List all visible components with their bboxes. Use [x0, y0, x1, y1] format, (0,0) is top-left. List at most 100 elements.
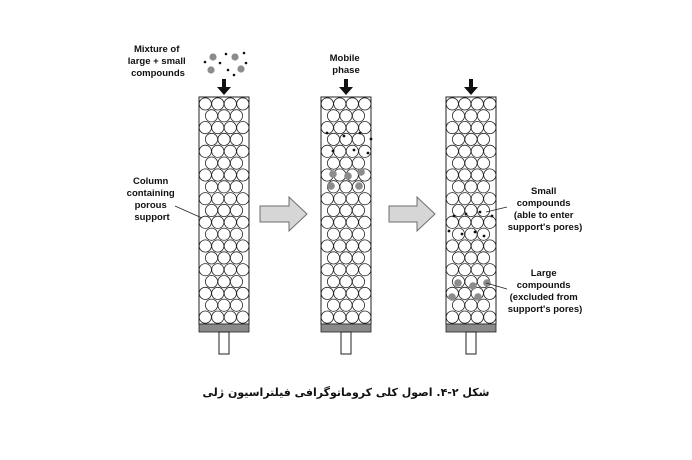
bead — [358, 215, 372, 229]
bead — [236, 144, 250, 158]
bead — [223, 144, 237, 158]
bead — [320, 215, 334, 229]
bead — [326, 227, 340, 241]
bead — [445, 215, 459, 229]
bead — [217, 203, 231, 217]
bead — [358, 263, 372, 277]
bead — [204, 203, 218, 217]
gel-filtration-diagram: Mixture of large + small compounds Mobil… — [127, 44, 582, 355]
bead — [464, 180, 478, 194]
figure-caption: شکل ۲-۴. اصول کلی کروماتوگرافی فیلتراسیو… — [202, 386, 490, 399]
bead — [339, 203, 353, 217]
bead — [470, 192, 484, 206]
bead — [204, 132, 218, 146]
bead — [345, 239, 359, 253]
large-compound — [355, 182, 363, 190]
bead — [339, 180, 353, 194]
bead — [320, 310, 334, 324]
right-arrow-icon — [388, 195, 436, 233]
bead — [458, 144, 472, 158]
bead — [204, 227, 218, 241]
bead — [339, 298, 353, 312]
down-arrow-icon — [217, 79, 231, 95]
bead — [223, 192, 237, 206]
bead — [483, 144, 497, 158]
large-compound — [474, 293, 482, 301]
large-compound — [329, 170, 337, 178]
bead — [458, 97, 472, 111]
column-outlet — [218, 331, 230, 355]
bead — [451, 251, 465, 265]
small-compound — [452, 214, 456, 218]
bead — [339, 275, 353, 289]
bead — [326, 203, 340, 217]
bead — [320, 239, 334, 253]
large-compound — [469, 282, 477, 290]
bead — [223, 168, 237, 182]
bead — [211, 263, 225, 277]
bead — [236, 97, 250, 111]
bead — [204, 180, 218, 194]
bead — [217, 132, 231, 146]
bead — [333, 286, 347, 300]
bead — [217, 251, 231, 265]
bead — [204, 156, 218, 170]
bead — [333, 310, 347, 324]
bead — [351, 132, 365, 146]
bead — [451, 132, 465, 146]
bead — [345, 215, 359, 229]
bead — [198, 144, 212, 158]
bead — [358, 286, 372, 300]
bead — [320, 97, 334, 111]
bead — [483, 286, 497, 300]
bead — [211, 121, 225, 135]
bead — [476, 298, 490, 312]
bead — [476, 180, 490, 194]
bead — [445, 239, 459, 253]
bead — [217, 275, 231, 289]
bead — [476, 132, 490, 146]
bead — [211, 168, 225, 182]
leader-line — [174, 205, 203, 219]
bead — [345, 121, 359, 135]
bead — [458, 215, 472, 229]
bead — [333, 97, 347, 111]
bead — [339, 227, 353, 241]
down-arrow-icon — [464, 79, 478, 95]
bead — [458, 239, 472, 253]
large-compound — [448, 293, 456, 301]
bead — [458, 263, 472, 277]
bead — [458, 286, 472, 300]
column-initial — [198, 96, 250, 355]
bead — [470, 263, 484, 277]
bead — [345, 192, 359, 206]
bead — [229, 251, 243, 265]
column-mobile-phase — [320, 96, 373, 355]
bead — [345, 97, 359, 111]
bead — [451, 180, 465, 194]
bead — [217, 180, 231, 194]
bead — [476, 251, 490, 265]
column-frit — [198, 323, 250, 333]
bead — [198, 192, 212, 206]
bead — [229, 109, 243, 123]
bead — [236, 168, 250, 182]
bead — [345, 310, 359, 324]
bead — [204, 251, 218, 265]
bead — [198, 263, 212, 277]
bead — [217, 109, 231, 123]
bead — [326, 251, 340, 265]
label-mobile-phase: Mobile phase — [330, 53, 363, 76]
leader-line — [485, 282, 508, 290]
bead — [198, 97, 212, 111]
bead — [351, 275, 365, 289]
bead — [351, 298, 365, 312]
right-arrow-icon — [259, 195, 308, 233]
bead — [204, 298, 218, 312]
bead — [326, 275, 340, 289]
bead — [345, 286, 359, 300]
bead — [320, 263, 334, 277]
bead — [198, 239, 212, 253]
bead — [211, 144, 225, 158]
